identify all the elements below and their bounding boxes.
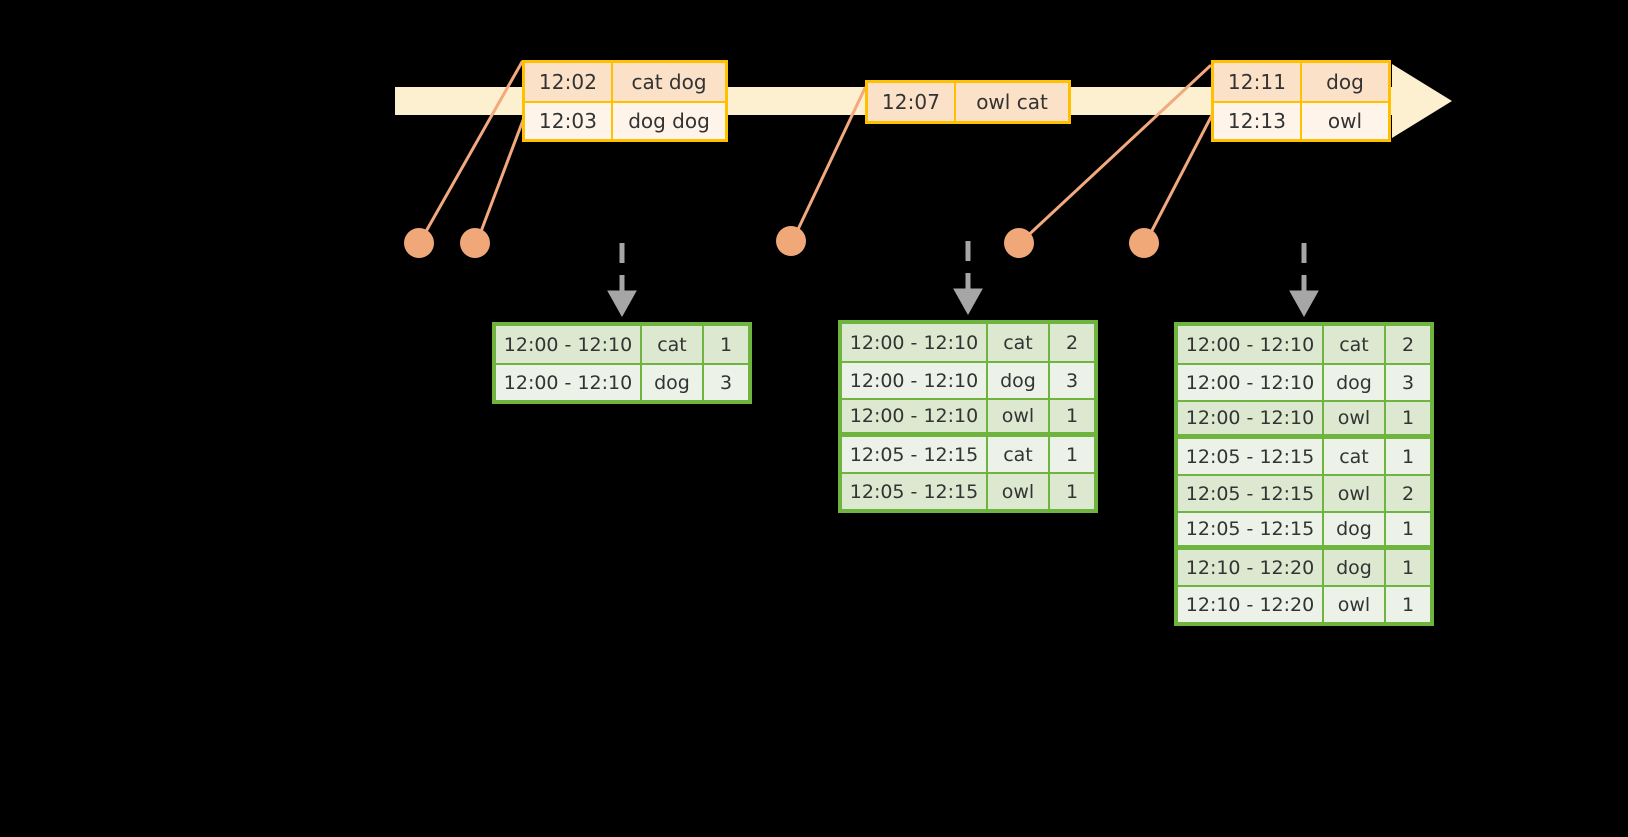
table-row: 12:00 - 12:10 cat 2	[842, 324, 1094, 361]
word-cell: owl	[988, 474, 1050, 509]
count-cell: 1	[1386, 439, 1430, 474]
event-time: 12:11	[1214, 63, 1302, 101]
event-words: owl	[1302, 103, 1388, 139]
word-cell: cat	[642, 326, 704, 363]
count-cell: 1	[704, 326, 748, 363]
table-row: 12:05 - 12:15 dog 1	[1178, 511, 1430, 548]
dashed-arrow-to-table-1	[607, 243, 637, 318]
count-cell: 1	[1050, 400, 1094, 432]
connector-dot	[404, 228, 434, 258]
word-cell: owl	[1324, 587, 1386, 622]
connector-dot	[1004, 228, 1034, 258]
table-row: 12:10 - 12:20 dog 1	[1178, 548, 1430, 585]
table-row: 12:05 - 12:15 cat 1	[842, 435, 1094, 472]
table-row: 12:05 - 12:15 owl 1	[842, 472, 1094, 509]
table-row: 12:05 - 12:15 owl 2	[1178, 474, 1430, 511]
connector-dots	[404, 226, 1159, 258]
connector-dot	[776, 226, 806, 256]
word-cell: dog	[1324, 550, 1386, 585]
window-cell: 12:05 - 12:15	[842, 474, 988, 509]
table-row: 12:05 - 12:15 cat 1	[1178, 437, 1430, 474]
word-cell: owl	[988, 400, 1050, 432]
window-cell: 12:00 - 12:10	[1178, 402, 1324, 434]
word-cell: dog	[642, 365, 704, 400]
event-row: 12:11 dog	[1214, 63, 1388, 101]
word-cell: dog	[1324, 365, 1386, 400]
event-time: 12:02	[525, 63, 613, 101]
window-cell: 12:00 - 12:10	[842, 363, 988, 398]
window-cell: 12:10 - 12:20	[1178, 587, 1324, 622]
count-cell: 1	[1386, 550, 1430, 585]
count-cell: 1	[1386, 587, 1430, 622]
window-cell: 12:00 - 12:10	[842, 400, 988, 432]
count-cell: 1	[1050, 437, 1094, 472]
count-cell: 1	[1386, 513, 1430, 545]
table-row: 12:00 - 12:10 dog 3	[496, 363, 748, 400]
window-cell: 12:00 - 12:10	[842, 324, 988, 361]
connector-dot	[460, 228, 490, 258]
window-cell: 12:05 - 12:15	[842, 437, 988, 472]
event-group-2: 12:07 owl cat	[865, 80, 1071, 124]
word-cell: dog	[1324, 513, 1386, 545]
count-cell: 3	[704, 365, 748, 400]
count-cell: 1	[1386, 402, 1430, 434]
word-cell: owl	[1324, 476, 1386, 511]
event-row: 12:13 owl	[1214, 101, 1388, 139]
count-cell: 2	[1386, 476, 1430, 511]
table-row: 12:00 - 12:10 dog 3	[1178, 363, 1430, 400]
event-words: dog	[1302, 63, 1388, 101]
word-cell: cat	[988, 437, 1050, 472]
count-cell: 1	[1050, 474, 1094, 509]
window-cell: 12:00 - 12:10	[496, 326, 642, 363]
connector-dot	[1129, 228, 1159, 258]
window-cell: 12:05 - 12:15	[1178, 513, 1324, 545]
event-words: dog dog	[613, 103, 725, 139]
result-table-2: 12:00 - 12:10 cat 2 12:00 - 12:10 dog 3 …	[838, 320, 1098, 513]
word-cell: owl	[1324, 402, 1386, 434]
count-cell: 3	[1386, 365, 1430, 400]
table-row: 12:10 - 12:20 owl 1	[1178, 585, 1430, 622]
event-time: 12:07	[868, 83, 956, 121]
dashed-arrow-to-table-3	[1289, 243, 1319, 318]
table-row: 12:00 - 12:10 owl 1	[842, 398, 1094, 435]
word-cell: dog	[988, 363, 1050, 398]
window-cell: 12:00 - 12:10	[496, 365, 642, 400]
window-cell: 12:10 - 12:20	[1178, 550, 1324, 585]
window-cell: 12:00 - 12:10	[1178, 326, 1324, 363]
event-words: owl cat	[956, 83, 1068, 121]
table-row: 12:00 - 12:10 dog 3	[842, 361, 1094, 398]
word-cell: cat	[1324, 326, 1386, 363]
result-table-1: 12:00 - 12:10 cat 1 12:00 - 12:10 dog 3	[492, 322, 752, 404]
window-cell: 12:05 - 12:15	[1178, 439, 1324, 474]
dashed-arrows	[607, 241, 1319, 318]
result-table-3: 12:00 - 12:10 cat 2 12:00 - 12:10 dog 3 …	[1174, 322, 1434, 626]
table-row: 12:00 - 12:10 owl 1	[1178, 400, 1430, 437]
table-row: 12:00 - 12:10 cat 1	[496, 326, 748, 363]
event-row: 12:07 owl cat	[868, 83, 1068, 121]
word-cell: cat	[988, 324, 1050, 361]
event-words: cat dog	[613, 63, 725, 101]
event-row: 12:02 cat dog	[525, 63, 725, 101]
event-group-3: 12:11 dog 12:13 owl	[1211, 60, 1391, 142]
word-cell: cat	[1324, 439, 1386, 474]
event-time: 12:03	[525, 103, 613, 139]
count-cell: 2	[1386, 326, 1430, 363]
dashed-arrow-to-table-2	[953, 241, 983, 316]
event-group-1: 12:02 cat dog 12:03 dog dog	[522, 60, 728, 142]
count-cell: 2	[1050, 324, 1094, 361]
window-cell: 12:00 - 12:10	[1178, 365, 1324, 400]
table-row: 12:00 - 12:10 cat 2	[1178, 326, 1430, 363]
window-cell: 12:05 - 12:15	[1178, 476, 1324, 511]
event-time: 12:13	[1214, 103, 1302, 139]
event-row: 12:03 dog dog	[525, 101, 725, 139]
count-cell: 3	[1050, 363, 1094, 398]
